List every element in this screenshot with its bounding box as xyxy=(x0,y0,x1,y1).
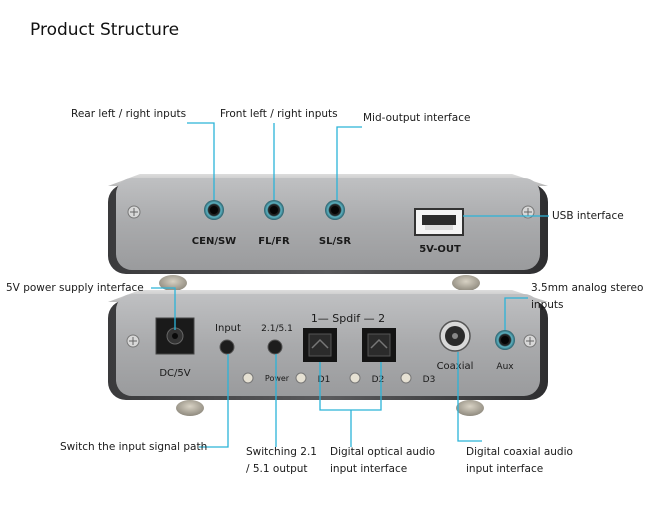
callout-usb-interface: USB interface xyxy=(552,210,624,222)
callout-analog-stereo-line2: inputs xyxy=(531,299,564,311)
page-title: Product Structure xyxy=(30,20,180,40)
callout-coaxial-line2: input interface xyxy=(466,463,544,475)
callout-optical-line1: Digital optical audio xyxy=(330,446,436,458)
callout-power-supply: 5V power supply interface xyxy=(6,282,144,294)
callout-front-inputs: Front left / right inputs xyxy=(220,108,338,120)
callout-switch-input-path: Switch the input signal path xyxy=(60,441,208,453)
back-label-mode: 2.1/5.1 xyxy=(261,324,293,334)
back-label-spdif: 1— Spdif — 2 xyxy=(311,312,385,325)
callout-optical-line2: input interface xyxy=(330,463,408,475)
d2-led xyxy=(349,372,361,384)
power-led xyxy=(242,372,254,384)
back-label-d3: D3 xyxy=(423,375,436,385)
mode-switch-button xyxy=(267,339,283,355)
back-label-aux: Aux xyxy=(496,362,514,372)
front-label-sl-sr: SL/SR xyxy=(319,236,351,247)
d1-led xyxy=(295,372,307,384)
front-label-cen-sw: CEN/SW xyxy=(192,236,236,247)
back-label-coaxial: Coaxial xyxy=(437,361,474,372)
back-label-d2: D2 xyxy=(372,375,385,385)
callout-analog-stereo: 3.5mm analog stereo inputs xyxy=(531,280,643,314)
back-label-power: Power xyxy=(265,374,290,383)
callout-coaxial-line1: Digital coaxial audio xyxy=(466,446,573,458)
back-label-dc: DC/5V xyxy=(159,368,190,379)
callout-rear-inputs: Rear left / right inputs xyxy=(71,108,187,120)
callout-mid-output: Mid-output interface xyxy=(363,112,471,124)
d3-led xyxy=(400,372,412,384)
front-label-fl-fr: FL/FR xyxy=(258,236,290,247)
callout-optical-input: Digital optical audio input interface xyxy=(330,444,435,478)
callout-coaxial-input: Digital coaxial audio input interface xyxy=(466,444,573,478)
back-label-input: Input xyxy=(215,323,241,334)
callout-switching-line2: / 5.1 output xyxy=(246,463,308,475)
callout-switching-output: Switching 2.1 / 5.1 output xyxy=(246,444,317,478)
back-label-d1: D1 xyxy=(318,375,331,385)
callout-analog-stereo-line1: 3.5mm analog stereo xyxy=(531,282,644,294)
front-label-usb: 5V-OUT xyxy=(419,244,461,255)
callout-switching-line1: Switching 2.1 xyxy=(246,446,317,458)
input-switch-button xyxy=(219,339,235,355)
